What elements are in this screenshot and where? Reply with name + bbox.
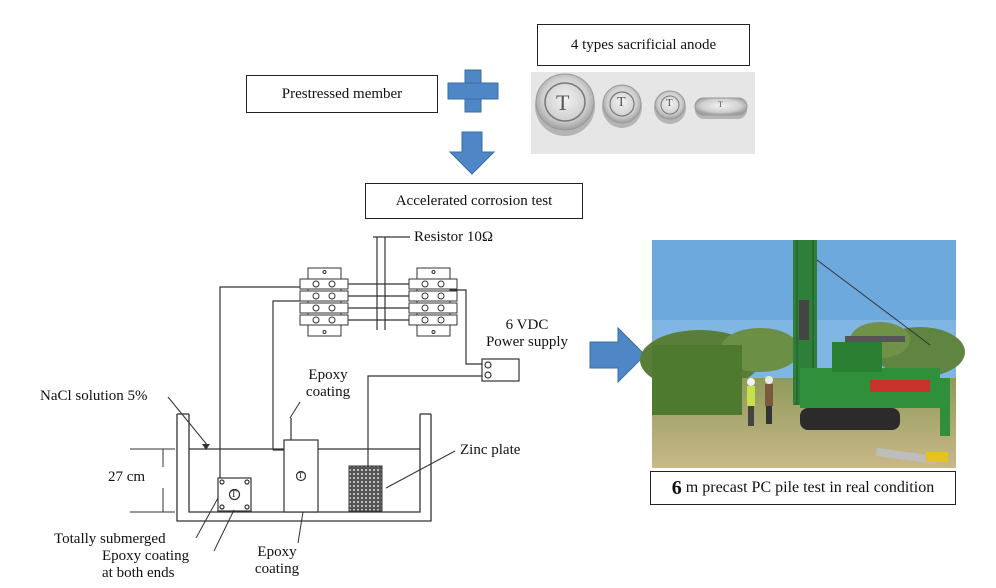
prestressed-member-label: Prestressed member: [281, 85, 403, 102]
terminal-block-left: [299, 267, 349, 337]
photo-caption-box: 6 m precast PC pile test in real conditi…: [650, 471, 956, 505]
anode-mark-large: T: [556, 90, 570, 115]
anode-small: [654, 90, 686, 124]
zinc-plate: [348, 465, 383, 512]
down-arrow-icon: [448, 131, 496, 175]
power-supply-line1: 6 VDC: [505, 317, 549, 333]
epoxy-top-line2: coating: [305, 384, 351, 400]
epoxy-ends-line2: at both ends: [102, 565, 175, 581]
power-supply: [481, 358, 520, 382]
anode-types-label: 4 types sacrificial anode: [570, 36, 717, 53]
anode-mark-bar: T: [718, 100, 723, 109]
epoxy-specimen: [283, 418, 319, 513]
epoxy-bottom-label: Epoxy coating: [244, 544, 310, 578]
submerged-specimen: [217, 477, 252, 512]
anode-mark-medium: T: [617, 95, 626, 110]
specimen-mark-submerged: T: [231, 489, 237, 499]
epoxy-top-label: Epoxy coating: [293, 367, 363, 401]
epoxy-ends-line1: Epoxy coating: [102, 548, 190, 564]
field-photo: [640, 240, 965, 468]
photo-caption-number: 6: [671, 476, 682, 499]
accelerated-test-box: Accelerated corrosion test: [365, 183, 583, 219]
specimen-mark-epoxy: T: [298, 471, 303, 480]
label-leaders: [167, 396, 456, 552]
depth-label: 27 cm: [108, 469, 146, 485]
epoxy-bottom-line2: coating: [254, 561, 300, 577]
submerged-label: Totally submerged: [54, 531, 166, 547]
anode-mark-small: T: [666, 97, 673, 109]
epoxy-bottom-line1: Epoxy: [257, 544, 297, 560]
anode-large: [535, 73, 595, 136]
anode-bar: [694, 97, 748, 119]
power-supply-line2: Power supply: [485, 334, 569, 350]
anode-medium: [602, 84, 642, 128]
terminal-block-right: [408, 267, 458, 337]
resistor-label: Resistor 10Ω: [414, 229, 494, 245]
epoxy-ends-label: Epoxy coating at both ends: [102, 548, 189, 582]
anode-types-box: 4 types sacrificial anode: [537, 24, 750, 66]
right-arrow-icon: [589, 326, 646, 384]
epoxy-top-line1: Epoxy: [308, 367, 348, 383]
plus-icon: [447, 69, 499, 113]
accelerated-test-label: Accelerated corrosion test: [395, 192, 553, 209]
depth-dimension: [130, 448, 175, 513]
photo-caption-text: m precast PC pile test in real condition: [681, 479, 935, 496]
prestressed-member-box: Prestressed member: [246, 75, 438, 113]
nacl-label: NaCl solution 5%: [40, 388, 148, 404]
zinc-plate-label: Zinc plate: [460, 442, 521, 458]
power-supply-label: 6 VDC Power supply: [478, 317, 576, 351]
